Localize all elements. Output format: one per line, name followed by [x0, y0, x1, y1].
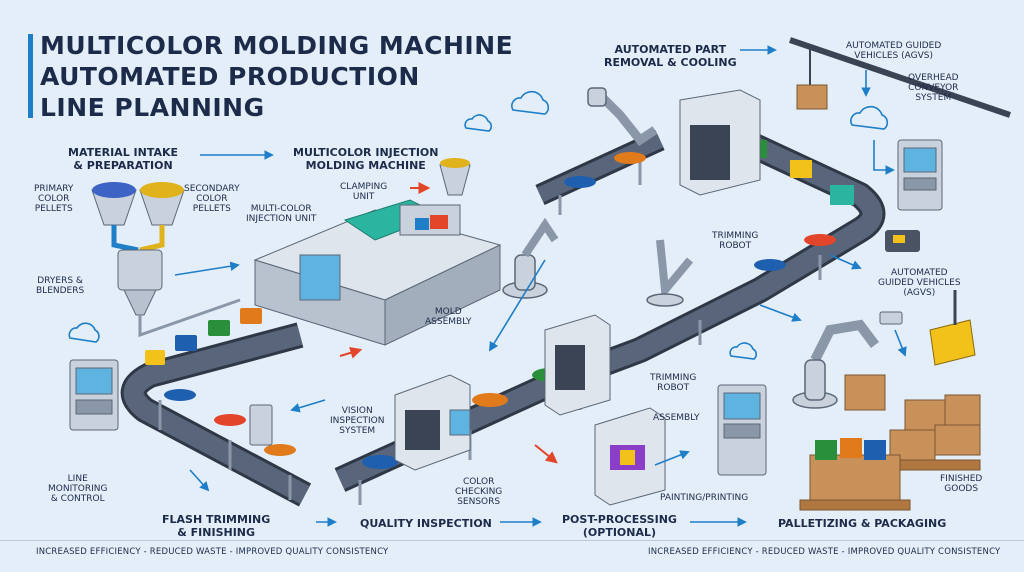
stage-flash-trimming: FLASH TRIMMING & FINISHING: [162, 513, 271, 539]
label-clamping-unit: CLAMPING UNIT: [340, 182, 388, 202]
stage-palletizing: PALLETIZING & PACKAGING: [778, 517, 947, 530]
pallets-and-boxes: [799, 374, 981, 511]
flow-arrows: [174, 45, 907, 527]
title-line-3: LINE PLANNING: [40, 93, 265, 122]
main-conveyor: [120, 118, 886, 507]
red-arrows: [339, 182, 558, 464]
label-trimming-robot-1: TRIMMING ROBOT: [712, 231, 759, 251]
label-dryers-blenders: DRYERS & BLENDERS: [36, 276, 85, 296]
label-part-removal: AUTOMATED PART REMOVAL & COOLING: [604, 43, 737, 69]
robot-arms: [502, 87, 879, 409]
label-agv-right: AUTOMATED GUIDED VEHICLES (AGVs): [878, 268, 961, 298]
footer-divider: [0, 540, 1024, 541]
cloud-icons: [68, 90, 889, 360]
label-injection-unit: MULTI-COLOR INJECTION UNIT: [246, 204, 317, 224]
label-agv-top: AUTOMATED GUIDED VEHICLES (AGVs): [846, 41, 942, 61]
label-trimming-robot-2: TRIMMING ROBOT: [650, 373, 697, 393]
label-vision-system: VISION INSPECTION SYSTEM: [330, 406, 385, 436]
label-primary-pellets: PRIMARY COLOR PELLETS: [34, 184, 74, 214]
title-line-1: MULTICOLOR MOLDING MACHINE: [40, 31, 514, 60]
control-terminals: [69, 139, 943, 476]
label-material-intake: MATERIAL INTAKE & PREPARATION: [68, 146, 179, 172]
footer-left: INCREASED EFFICIENCY - REDUCED WASTE - I…: [36, 547, 389, 557]
label-overhead-conveyor: OVERHEAD CONVEYOR SYSTEM: [908, 73, 959, 103]
stage-quality-inspection: QUALITY INSPECTION: [360, 517, 492, 530]
label-injection-machine: MULTICOLOR INJECTION MOLDING MACHINE: [293, 146, 439, 172]
stage-post-processing: POST-PROCESSING (OPTIONAL): [562, 513, 677, 539]
inspection-machines: [394, 89, 761, 506]
label-painting-printing: PAINTING/PRINTING: [660, 493, 749, 503]
label-color-sensors: COLOR CHECKING SENSORS: [455, 477, 503, 507]
page-title: MULTICOLOR MOLDING MACHINE AUTOMATED PRO…: [28, 30, 514, 123]
footer-right: INCREASED EFFICIENCY - REDUCED WASTE - I…: [648, 547, 1001, 557]
injection-molding-machine: [253, 158, 502, 346]
title-line-2: AUTOMATED PRODUCTION: [40, 62, 420, 91]
overhead-conveyor: [789, 37, 1011, 366]
label-secondary-pellets: SECONDARY COLOR PELLETS: [184, 184, 240, 214]
title-accent-bar: [28, 34, 33, 118]
pellet-hoppers: [91, 182, 241, 338]
label-mold-assembly: MOLD ASSEMBLY: [425, 307, 472, 327]
label-line-monitoring: LINE MONITORING & CONTROL: [48, 474, 108, 504]
label-assembly: ASSEMBLY: [653, 413, 700, 423]
label-finished-goods: FINISHED GOODS: [940, 474, 983, 494]
